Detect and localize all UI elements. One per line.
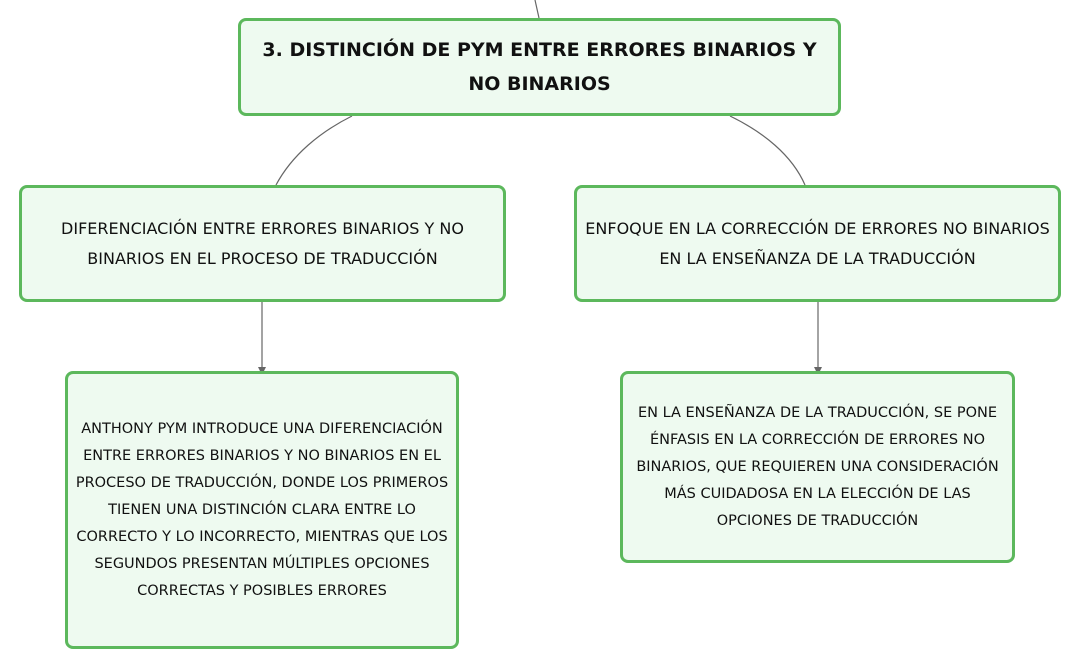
left-detail-text: ANTHONY PYM INTRODUCE UNA DIFERENCIACIÓN… xyxy=(75,420,449,599)
left-detail-node[interactable]: ANTHONY PYM INTRODUCE UNA DIFERENCIACIÓN… xyxy=(65,371,459,649)
connector-incoming xyxy=(534,0,540,19)
right-detail-text: EN LA ENSEÑANZA DE LA TRADUCCIÓN, SE PON… xyxy=(636,404,999,529)
left-subtopic-text: DIFERENCIACIÓN ENTRE ERRORES BINARIOS Y … xyxy=(61,218,464,268)
root-topic-node[interactable]: 3. DISTINCIÓN DE PYM ENTRE ERRORES BINAR… xyxy=(238,18,841,116)
left-subtopic-node[interactable]: DIFERENCIACIÓN ENTRE ERRORES BINARIOS Y … xyxy=(19,185,506,302)
right-subtopic-text: ENFOQUE EN LA CORRECCIÓN DE ERRORES NO B… xyxy=(585,218,1050,268)
right-detail-node[interactable]: EN LA ENSEÑANZA DE LA TRADUCCIÓN, SE PON… xyxy=(620,371,1015,563)
right-subtopic-node[interactable]: ENFOQUE EN LA CORRECCIÓN DE ERRORES NO B… xyxy=(574,185,1061,302)
connector-root-right xyxy=(729,115,806,186)
root-topic-text: 3. DISTINCIÓN DE PYM ENTRE ERRORES BINAR… xyxy=(262,39,817,95)
connector-root-left xyxy=(275,115,353,186)
